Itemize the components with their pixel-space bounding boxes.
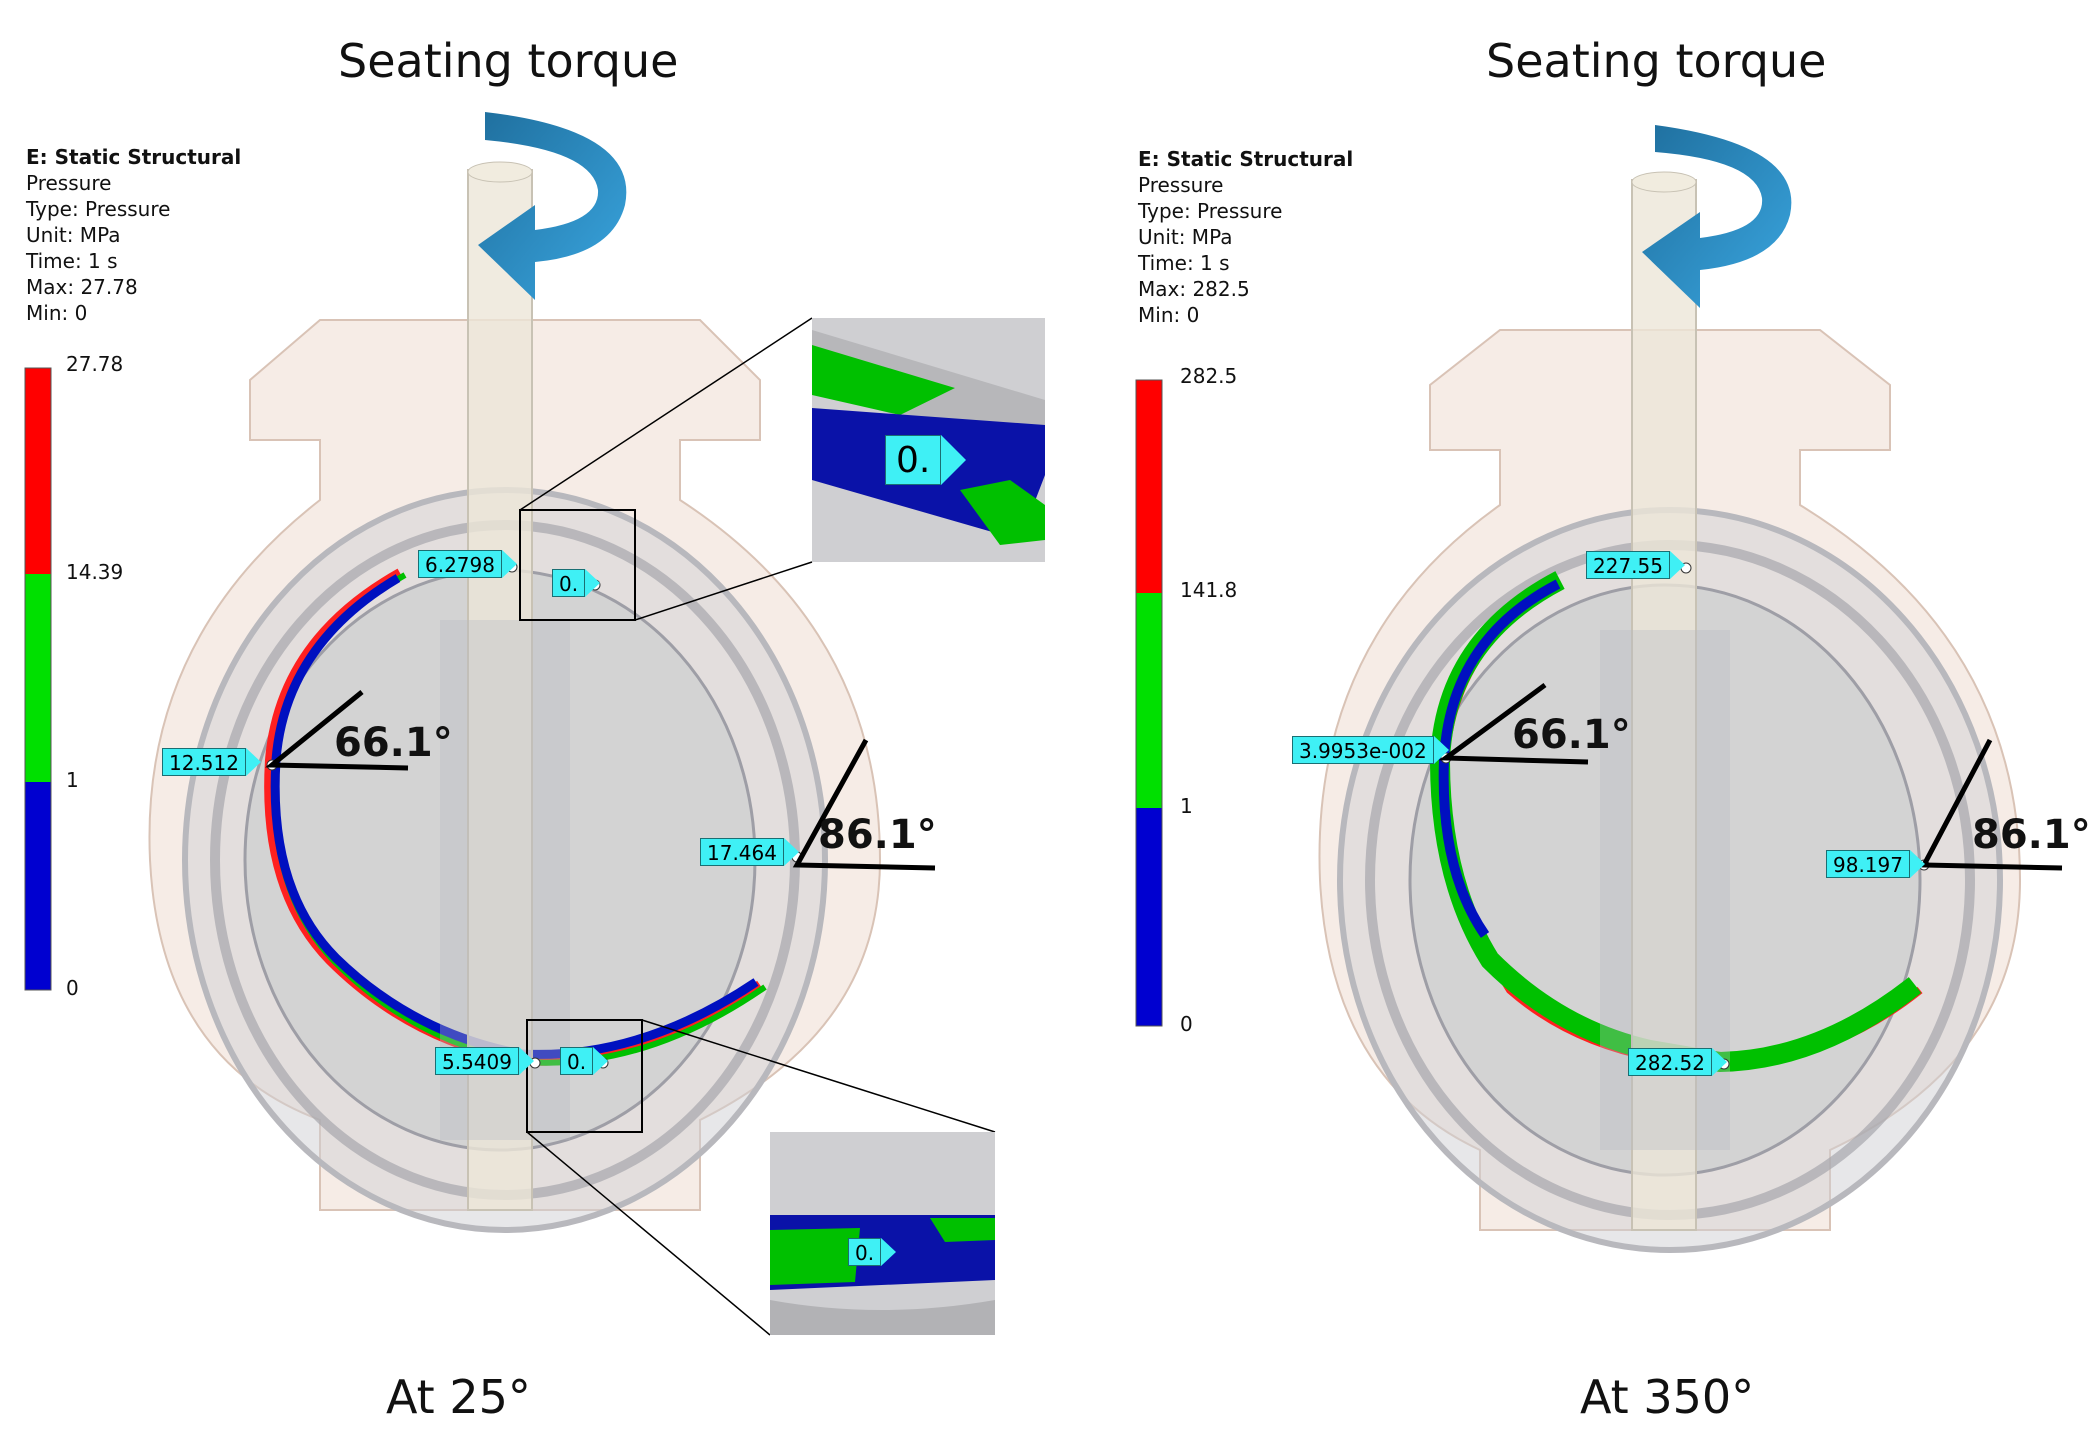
scale-min-label: 0 bbox=[66, 976, 79, 1000]
info-line: Max: 282.5 bbox=[1138, 277, 1250, 301]
info-line: Pressure bbox=[1138, 173, 1224, 197]
probe-label: 5.5409 bbox=[435, 1047, 534, 1075]
left-info-block: E: Static Structural Pressure Type: Pres… bbox=[26, 144, 241, 326]
scale-blue bbox=[1136, 808, 1162, 1026]
stem-top bbox=[1631, 171, 1697, 193]
probe-label: 0. bbox=[552, 569, 601, 597]
info-line: Pressure bbox=[26, 171, 112, 195]
probe-label: 12.512 bbox=[162, 748, 261, 776]
right-valve bbox=[1135, 125, 2063, 1253]
probe-label: 17.464 bbox=[700, 838, 799, 866]
scale-min-label: 0 bbox=[1180, 1012, 1193, 1036]
probe-label: 282.52 bbox=[1628, 1048, 1727, 1076]
info-heading: E: Static Structural bbox=[1138, 147, 1354, 171]
info-line: Max: 27.78 bbox=[26, 275, 138, 299]
info-line: Unit: MPa bbox=[1138, 225, 1233, 249]
zoom-box-bottom bbox=[526, 1019, 643, 1133]
angle-label-86: 86.1° bbox=[1972, 812, 2089, 858]
zoom-box-top bbox=[519, 509, 636, 621]
info-heading: E: Static Structural bbox=[26, 145, 242, 169]
probe-label: 98.197 bbox=[1826, 850, 1925, 878]
scale-lower-label: 1 bbox=[1180, 794, 1193, 818]
info-line: Time: 1 s bbox=[26, 249, 118, 273]
zoom-probe-label: 0. bbox=[848, 1238, 897, 1266]
info-line: Time: 1 s bbox=[1138, 251, 1230, 275]
left-valve bbox=[24, 112, 1045, 1336]
scale-upper-label: 14.39 bbox=[66, 560, 124, 584]
zoom-probe-label: 0. bbox=[885, 435, 967, 485]
torque-arrow-icon bbox=[1642, 125, 1792, 308]
torque-arrow-icon bbox=[478, 112, 627, 300]
scale-red bbox=[1136, 380, 1162, 593]
info-line: Min: 0 bbox=[26, 301, 88, 325]
probe-label: 3.9953e-002 bbox=[1292, 736, 1449, 764]
angle-label-66: 66.1° bbox=[1512, 712, 1631, 758]
info-line: Type: Pressure bbox=[26, 197, 171, 221]
left-caption: At 25° bbox=[386, 1370, 531, 1424]
probe-label: 227.55 bbox=[1586, 551, 1685, 579]
right-info-block: E: Static Structural Pressure Type: Pres… bbox=[1138, 146, 1353, 328]
angle-label-86: 86.1° bbox=[818, 812, 937, 858]
scale-blue bbox=[25, 782, 51, 990]
scale-red bbox=[25, 368, 51, 574]
scale-lower-label: 1 bbox=[66, 768, 79, 792]
info-line: Unit: MPa bbox=[26, 223, 121, 247]
scale-green bbox=[25, 574, 51, 782]
scale-max-label: 27.78 bbox=[66, 352, 124, 376]
valve-stem bbox=[467, 169, 533, 1211]
scale-max-label: 282.5 bbox=[1180, 364, 1238, 388]
info-line: Type: Pressure bbox=[1138, 199, 1283, 223]
right-title: Seating torque bbox=[1486, 34, 1827, 88]
angle-66-lines bbox=[265, 690, 409, 771]
scale-green bbox=[1136, 593, 1162, 808]
probe-label: 6.2798 bbox=[418, 550, 517, 578]
probe-label: 0. bbox=[560, 1047, 609, 1075]
angle-label-66: 66.1° bbox=[334, 720, 453, 766]
zoom-inset-bottom bbox=[770, 1132, 995, 1335]
stem-top bbox=[467, 161, 533, 183]
scale-upper-label: 141.8 bbox=[1180, 578, 1238, 602]
info-line: Min: 0 bbox=[1138, 303, 1200, 327]
left-title: Seating torque bbox=[338, 34, 679, 88]
right-caption: At 350° bbox=[1580, 1370, 1755, 1424]
